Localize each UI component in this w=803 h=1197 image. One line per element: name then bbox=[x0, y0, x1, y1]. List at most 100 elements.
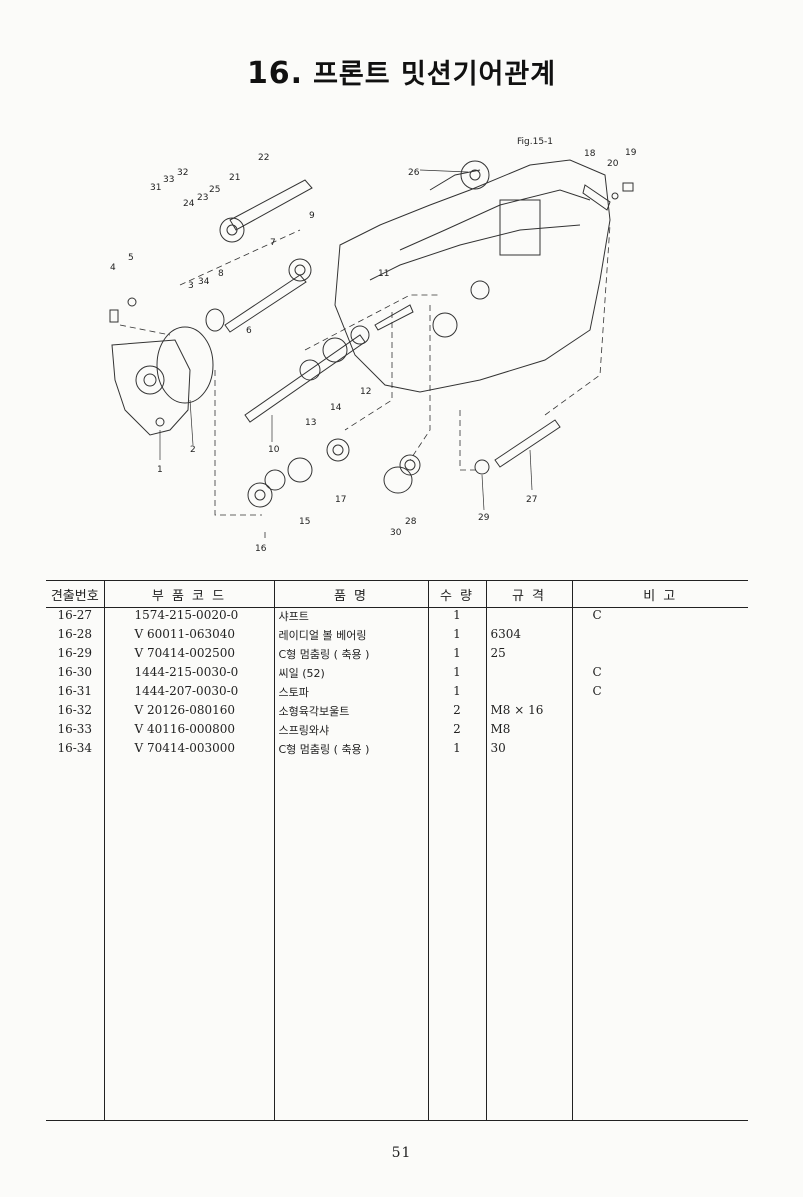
callout-5: 5 bbox=[128, 253, 134, 263]
cell-code: V 70414-003000 bbox=[103, 741, 274, 760]
cell-name: 스토파 bbox=[273, 684, 428, 703]
cell-ref: 16-31 bbox=[57, 684, 93, 698]
header-spec: 규 격 bbox=[485, 580, 572, 608]
callout-1: 1 bbox=[157, 465, 163, 475]
housing-outline bbox=[334, 159, 611, 393]
page-number: 51 bbox=[391, 1145, 412, 1161]
cell-name: C형 멈춤링 ( 축용 ) bbox=[273, 741, 428, 760]
callout-23: 23 bbox=[197, 193, 208, 203]
table-row: 16-28 V 60011-063040 레이디얼 볼 베어링 1 6304 bbox=[46, 627, 748, 646]
callout-32: 32 bbox=[177, 168, 188, 178]
cell-code: V 20126-080160 bbox=[103, 703, 274, 722]
header-note: 비 고 bbox=[571, 580, 748, 608]
table-row: 16-29 V 70414-002500 C형 멈춤링 ( 축용 ) 1 25 bbox=[46, 646, 748, 665]
cell-spec bbox=[485, 665, 572, 684]
callout-24: 24 bbox=[183, 199, 195, 209]
cell-note: C bbox=[571, 684, 748, 703]
cell-name: 스프링와샤 bbox=[273, 722, 428, 741]
callout-8: 8 bbox=[218, 269, 224, 279]
cell-spec: M8 bbox=[485, 722, 572, 741]
cell-ref: 16-27 bbox=[57, 608, 93, 622]
callout-31: 31 bbox=[150, 183, 161, 193]
callout-11: 11 bbox=[378, 269, 389, 279]
cell-code: V 70414-002500 bbox=[103, 646, 274, 665]
cell-ref: 16-30 bbox=[57, 665, 93, 679]
table-row: 16-30 1444-215-0030-0 씨일 (52) 1 C bbox=[46, 665, 748, 684]
cell-note: C bbox=[571, 665, 748, 684]
callout-9: 9 bbox=[309, 211, 315, 221]
exploded-parts-diagram: Fig.15-1 1 2 3 4 5 6 7 8 9 10 11 12 13 1… bbox=[109, 137, 637, 554]
page-title: 16. 프론트 밋션기어관계 bbox=[0, 52, 803, 91]
cell-ref: 16-28 bbox=[57, 627, 93, 641]
front-cover bbox=[111, 339, 191, 436]
cell-ref: 16-33 bbox=[57, 722, 93, 736]
callout-12: 12 bbox=[360, 387, 371, 397]
callout-fig-ref: Fig.15-1 bbox=[517, 137, 553, 147]
cell-code: 1444-207-0030-0 bbox=[103, 684, 274, 703]
header-code: 부 품 코 드 bbox=[103, 580, 274, 608]
callout-25: 25 bbox=[209, 185, 220, 195]
cell-note bbox=[571, 741, 748, 760]
cell-name: 레이디얼 볼 베어링 bbox=[273, 627, 428, 646]
header-name: 품 명 bbox=[273, 580, 428, 608]
cell-spec bbox=[485, 607, 572, 627]
cell-code: 1574-215-0020-0 bbox=[103, 607, 274, 627]
cell-spec: M8 × 16 bbox=[485, 703, 572, 722]
table-row: 16-34 V 70414-003000 C형 멈춤링 ( 축용 ) 1 30 bbox=[46, 741, 748, 760]
callout-33: 33 bbox=[163, 175, 174, 185]
callout-26: 26 bbox=[408, 168, 420, 178]
cell-ref: 16-29 bbox=[57, 646, 93, 660]
cell-qty: 1 bbox=[427, 665, 486, 684]
cell-code: V 60011-063040 bbox=[103, 627, 274, 646]
cell-note bbox=[571, 627, 748, 646]
cell-name: C형 멈춤링 ( 축용 ) bbox=[273, 646, 428, 665]
callout-20: 20 bbox=[607, 159, 619, 169]
callout-34: 34 bbox=[198, 277, 210, 287]
cell-qty: 1 bbox=[427, 684, 486, 703]
cell-note bbox=[571, 722, 748, 741]
section-number: 16. bbox=[246, 56, 304, 91]
callout-7: 7 bbox=[270, 238, 276, 248]
parts-table: 견출번호 부 품 코 드 품 명 수 량 규 격 비 고 16-27 1574-… bbox=[46, 580, 748, 1121]
cell-qty: 2 bbox=[427, 722, 486, 741]
cell-qty: 1 bbox=[427, 741, 486, 760]
cell-spec: 6304 bbox=[485, 627, 572, 646]
callout-29: 29 bbox=[478, 513, 490, 523]
table-row: 16-27 1574-215-0020-0 샤프트 1 C bbox=[46, 607, 748, 627]
callout-30: 30 bbox=[390, 528, 402, 538]
callout-27: 27 bbox=[526, 495, 537, 505]
cell-name: 씨일 (52) bbox=[273, 665, 428, 684]
cell-name: 소형육각보울트 bbox=[273, 703, 428, 722]
table-row: 16-33 V 40116-000800 스프링와샤 2 M8 bbox=[46, 722, 748, 741]
table-row: 16-31 1444-207-0030-0 스토파 1 C bbox=[46, 684, 748, 703]
callout-17: 17 bbox=[335, 495, 346, 505]
callout-3: 3 bbox=[188, 281, 194, 291]
table-empty-space bbox=[46, 760, 748, 1121]
cell-ref: 16-32 bbox=[57, 703, 93, 717]
cell-qty: 2 bbox=[427, 703, 486, 722]
cell-qty: 1 bbox=[427, 607, 486, 627]
callout-2: 2 bbox=[190, 445, 196, 455]
cell-code: 1444-215-0030-0 bbox=[103, 665, 274, 684]
cell-note: C bbox=[571, 607, 748, 627]
callout-22: 22 bbox=[258, 153, 269, 163]
section-title: 프론트 밋션기어관계 bbox=[313, 59, 557, 90]
callout-10: 10 bbox=[268, 445, 280, 455]
callout-13: 13 bbox=[305, 418, 316, 428]
callout-28: 28 bbox=[405, 517, 417, 527]
cell-note bbox=[571, 703, 748, 722]
cell-spec: 30 bbox=[485, 741, 572, 760]
cell-spec bbox=[485, 684, 572, 703]
table-header-row: 견출번호 부 품 코 드 품 명 수 량 규 격 비 고 bbox=[46, 580, 748, 608]
callout-19: 19 bbox=[625, 148, 637, 158]
cell-note bbox=[571, 646, 748, 665]
callout-15: 15 bbox=[299, 517, 310, 527]
callout-6: 6 bbox=[246, 326, 252, 336]
callout-4: 4 bbox=[110, 263, 116, 273]
header-qty: 수 량 bbox=[427, 580, 486, 608]
cell-spec: 25 bbox=[485, 646, 572, 665]
cell-qty: 1 bbox=[427, 646, 486, 665]
cell-ref: 16-34 bbox=[57, 741, 93, 755]
cell-name: 샤프트 bbox=[273, 607, 428, 627]
callout-18: 18 bbox=[584, 149, 596, 159]
